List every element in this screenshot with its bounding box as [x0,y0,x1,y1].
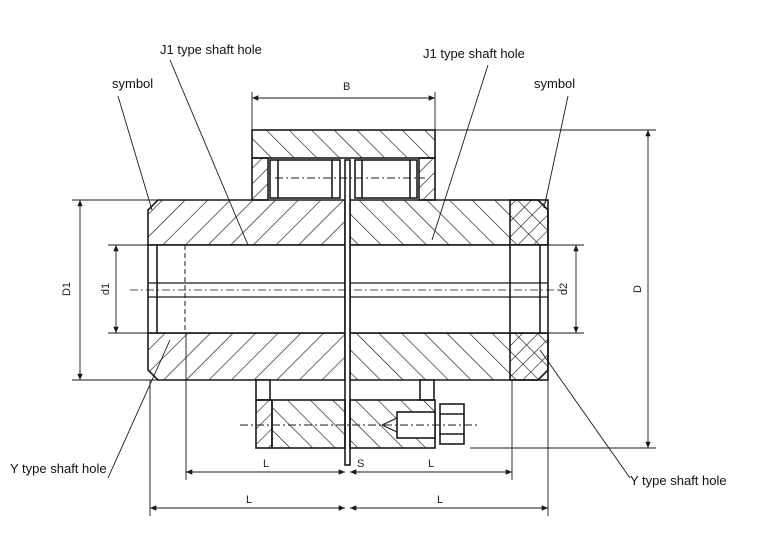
callout-y-left: Y type shaft hole [10,461,107,476]
right-hub [349,199,549,381]
dimension-lines [72,92,656,516]
callout-symbol-left: symbol [112,76,154,91]
bolt-head [439,403,465,445]
leader-lines [107,59,631,479]
dim-D1: D1 [61,281,74,297]
callout-y-right: Y type shaft hole [630,473,727,488]
dim-S: S [357,458,365,470]
top-sleeve [251,129,436,201]
dim-L-outer-right: L [437,494,444,506]
left-hub [147,199,346,381]
dim-B: B [343,81,351,93]
dim-L-outer-left: L [246,494,253,506]
callout-j1-left: J1 type shaft hole [160,42,262,57]
dim-d1: d1 [100,282,113,296]
dim-D: D [631,285,644,293]
dim-L-inner-left: L [263,458,270,470]
dim-L-inner-right: L [428,458,435,470]
dim-d2: d2 [558,282,571,296]
callout-symbol-right: symbol [534,76,576,91]
bottom-flange [255,379,465,449]
callout-j1-right: J1 type shaft hole [423,46,525,61]
